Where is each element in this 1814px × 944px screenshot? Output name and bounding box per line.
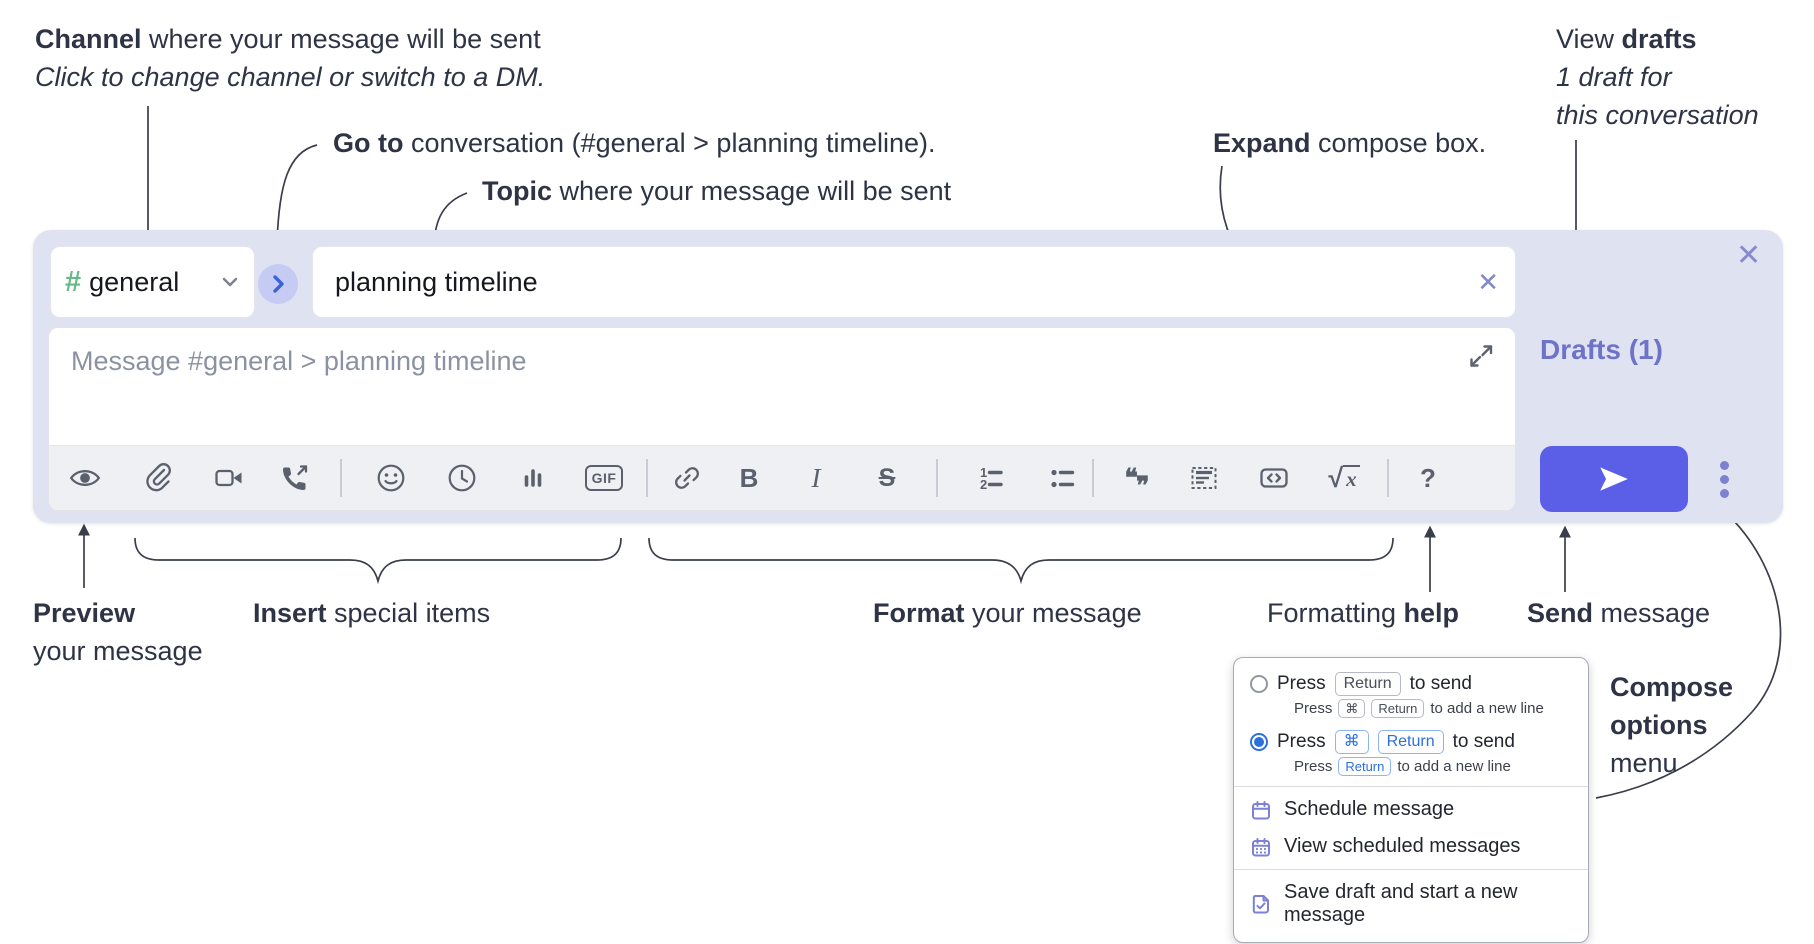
svg-text:1: 1: [980, 465, 987, 480]
toolbar-divider: [1092, 459, 1094, 497]
insert-brace: [134, 537, 622, 585]
send-annotation: Send message: [1527, 598, 1711, 628]
attach-file-icon[interactable]: [136, 456, 180, 500]
clear-topic-icon[interactable]: ✕: [1477, 267, 1499, 297]
close-compose-icon[interactable]: ✕: [1736, 239, 1762, 272]
radio-unselected-icon[interactable]: [1250, 675, 1268, 693]
topic-annotation: Topic where your message will be sent: [482, 176, 952, 206]
channel-annotation: Channel where your message will be sent …: [35, 24, 546, 92]
svg-text:2: 2: [980, 477, 987, 492]
italic-icon[interactable]: I: [811, 462, 821, 493]
topic-field: ✕: [312, 246, 1516, 318]
quote-icon[interactable]: ❝❞: [1124, 464, 1150, 500]
calendar-list-icon: [1252, 837, 1270, 856]
toolbar-divider: [646, 459, 648, 497]
strikethrough-icon[interactable]: S: [878, 463, 896, 492]
save-draft-item[interactable]: Save draft and start a new message: [1234, 874, 1588, 934]
compose-options-menu: Press Return to send Press ⌘ Return to a…: [1233, 657, 1589, 943]
bold-icon[interactable]: B: [739, 462, 759, 493]
send-button[interactable]: [1540, 446, 1688, 512]
chevron-right-icon: [273, 275, 284, 293]
goto-connector: [271, 144, 318, 246]
code-icon[interactable]: [1252, 456, 1296, 500]
channel-name: general: [89, 266, 180, 297]
send-shortcut-option[interactable]: Press Return to send Press ⌘ Return to a…: [1234, 670, 1588, 718]
spoiler-icon[interactable]: [1182, 456, 1226, 500]
view-scheduled-messages-item[interactable]: View scheduled messages: [1234, 828, 1588, 865]
calendar-icon: [1252, 800, 1270, 819]
insert-annotation: Insert special items: [253, 598, 491, 628]
help-icon[interactable]: ?: [1420, 462, 1436, 493]
chevron-down-icon: [222, 277, 238, 287]
format-annotation: Format your message: [873, 598, 1142, 628]
radio-selected-icon[interactable]: [1250, 733, 1268, 751]
send-shortcut-option[interactable]: Press ⌘ Return to send Press Return to a…: [1234, 728, 1588, 776]
bulleted-list-icon[interactable]: [1040, 456, 1084, 500]
toolbar-divider: [936, 459, 938, 497]
message-input[interactable]: Message #general > planning timeline: [71, 346, 527, 376]
gif-icon[interactable]: GIF: [582, 456, 626, 500]
toolbar-divider: [1387, 459, 1389, 497]
topic-input[interactable]: [313, 247, 1515, 317]
view-drafts-annotation: View drafts 1 draft for this conversatio…: [1556, 24, 1759, 130]
goto-annotation: Go to conversation (#general > planning …: [333, 128, 936, 158]
time-icon[interactable]: [440, 456, 484, 500]
formatting-help-annotation: Formatting help: [1267, 598, 1460, 628]
channel-hash-icon: #: [65, 265, 82, 298]
expand-compose-icon[interactable]: [1467, 342, 1495, 375]
compose-options-kebab-icon[interactable]: [1706, 456, 1742, 502]
go-to-conversation-button[interactable]: [258, 264, 298, 304]
video-call-icon[interactable]: [207, 456, 251, 500]
menu-divider: [1234, 869, 1588, 870]
math-icon[interactable]: √x: [1322, 456, 1366, 500]
numbered-list-icon[interactable]: 1 2: [969, 456, 1013, 500]
expand-annotation: Expand compose box.: [1213, 128, 1487, 158]
toolbar-divider: [340, 459, 342, 497]
preview-icon[interactable]: [63, 456, 107, 500]
message-compose-card: Message #general > planning timeline: [48, 327, 1516, 511]
save-draft-icon: [1252, 895, 1269, 914]
voice-call-icon[interactable]: [273, 456, 317, 500]
compose-toolbar: GIF B I S 1 2: [49, 445, 1515, 510]
send-icon: [1600, 467, 1628, 491]
format-brace: [648, 537, 1394, 585]
preview-annotation: Preview your message: [33, 598, 203, 666]
compose-options-annotation: Compose options menu: [1610, 672, 1734, 778]
channel-selector[interactable]: # general: [50, 246, 255, 318]
link-icon[interactable]: [665, 456, 709, 500]
poll-icon[interactable]: [511, 456, 555, 500]
menu-divider: [1234, 786, 1588, 787]
schedule-message-item[interactable]: Schedule message: [1234, 791, 1588, 828]
emoji-icon[interactable]: [369, 456, 413, 500]
drafts-link[interactable]: Drafts (1): [1540, 334, 1663, 365]
